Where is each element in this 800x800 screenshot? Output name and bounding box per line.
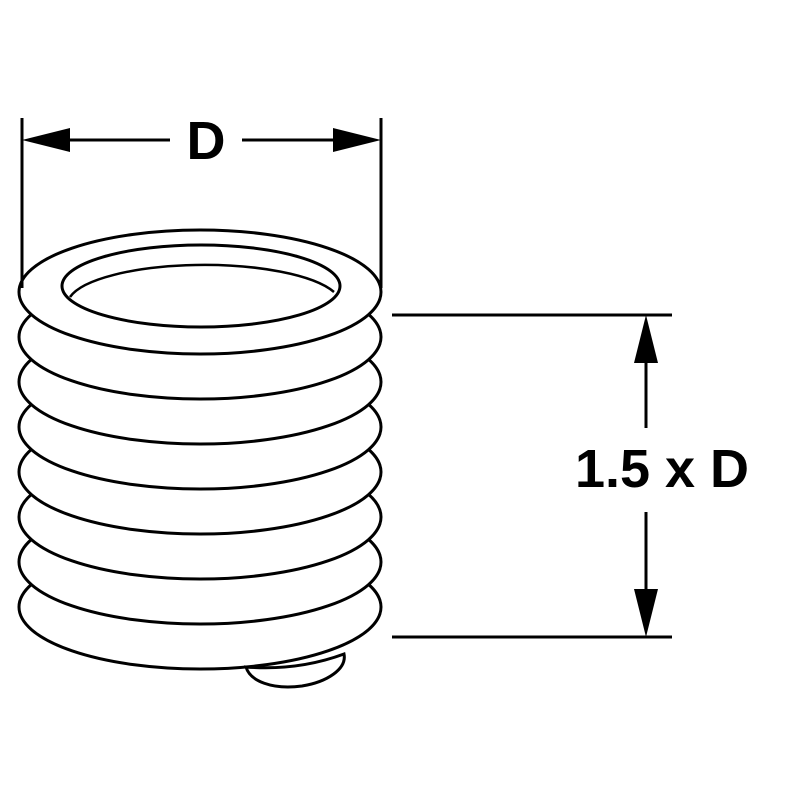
- coil-opening: [60, 243, 342, 329]
- coil-tang: [243, 651, 346, 689]
- coil-inner-wire-line: [68, 263, 335, 298]
- length-label: 1.5 x D: [575, 439, 749, 499]
- arrow-left-icon: [22, 128, 70, 152]
- diameter-label: D: [187, 111, 226, 171]
- coil-spring: [17, 228, 383, 689]
- dimension-diameter: D: [20, 111, 383, 288]
- dimension-length: 1.5 x D: [392, 313, 749, 639]
- arrow-down-icon: [634, 589, 658, 637]
- arrow-right-icon: [333, 128, 381, 152]
- arrow-up-icon: [634, 315, 658, 363]
